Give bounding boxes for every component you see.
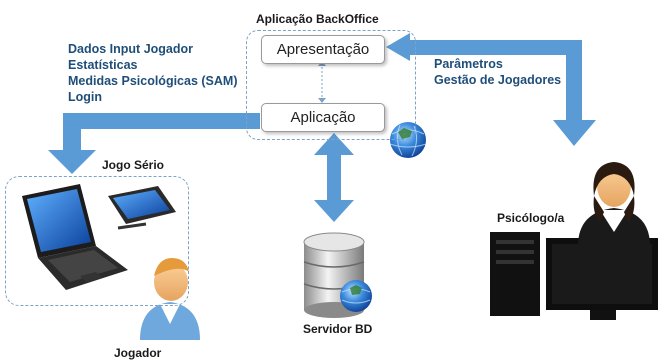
database-label: Servidor BD [303,322,373,336]
psychologist-label: Psicólogo/a [497,211,565,225]
arrow-app-database [314,133,354,222]
backoffice-container [246,30,416,140]
label-medidas-psicologicas: Medidas Psicológicas (SAM) [68,74,238,88]
player-label: Jogador [114,346,162,360]
user-icon-psychologist [578,162,650,246]
application-box[interactable]: Aplicação [261,103,385,132]
tablet-icon [108,186,176,230]
label-parametros: Parâmetros [434,57,503,71]
arrow-from-psychologist [386,33,596,146]
laptop-icon [22,184,128,290]
presentation-box[interactable]: Apresentação [261,35,385,64]
label-estatisticas: Estatísticas [68,58,138,72]
serious-game-label: Jogo Sério [102,158,165,172]
left-labels: Dados Input Jogador Estatísticas Medidas… [68,41,237,105]
user-icon [140,258,200,340]
backoffice-title: Aplicação BackOffice [256,12,379,26]
label-login: Login [68,90,103,104]
desktop-computer-icon [490,232,658,320]
database-icon [303,232,372,318]
serious-game-container [5,176,189,306]
label-dados-input: Dados Input Jogador [68,42,193,56]
right-labels: Parâmetros Gestão de Jogadores [434,56,561,88]
label-gestao-jogadores: Gestão de Jogadores [434,73,562,87]
arrow-to-serious-game [48,113,260,174]
